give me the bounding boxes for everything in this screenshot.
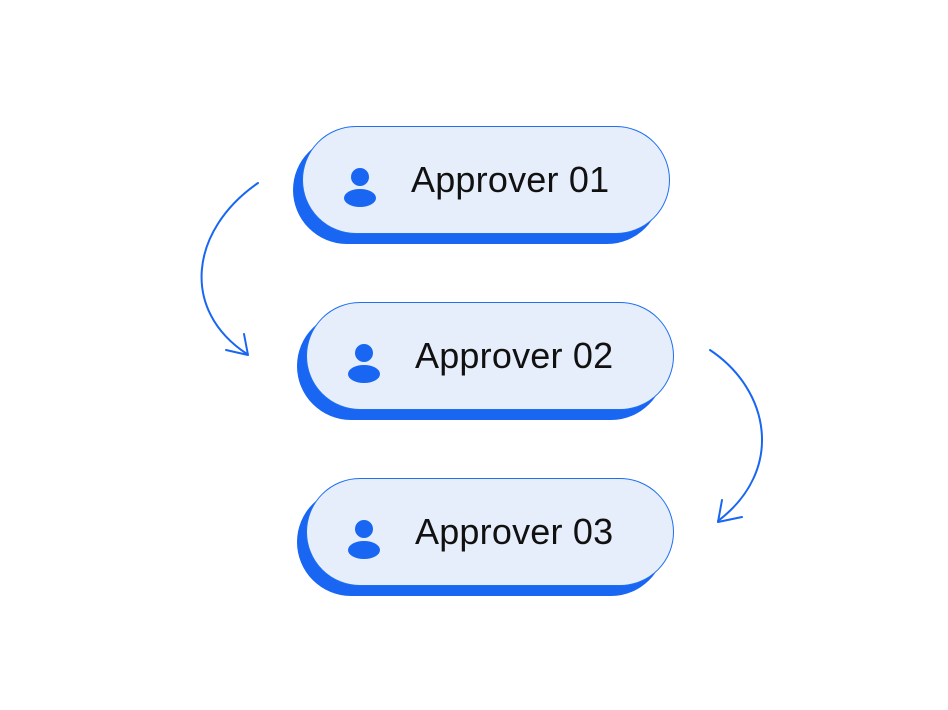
- approver-step-1: Approver 01: [302, 126, 670, 234]
- approver-label: Approver 03: [415, 511, 614, 552]
- person-icon: [348, 344, 380, 383]
- flow-arrow-2-to-3: [709, 349, 763, 522]
- person-icon: [348, 520, 380, 559]
- person-icon: [344, 168, 376, 207]
- approver-step-3: Approver 03: [306, 478, 674, 586]
- approver-step-2: Approver 02: [306, 302, 674, 410]
- approver-label: Approver 02: [415, 335, 614, 376]
- flow-arrow-1-to-2-head: [225, 333, 249, 356]
- flow-arrow-1-to-2: [200, 182, 259, 355]
- flow-arrow-2-to-3-head: [717, 499, 743, 523]
- approver-label: Approver 01: [411, 159, 610, 200]
